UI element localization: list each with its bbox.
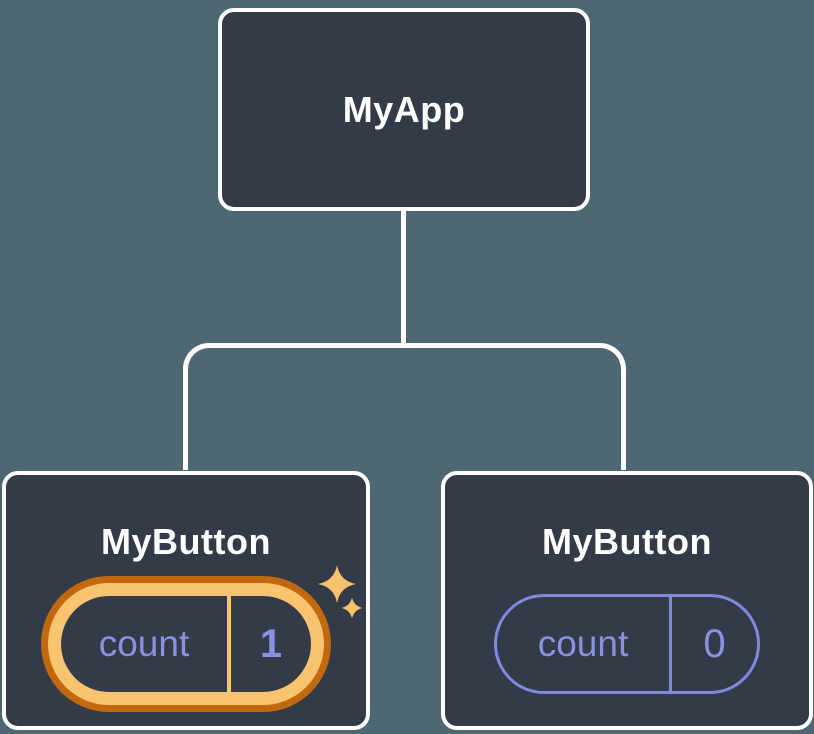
state-value: 1 <box>259 621 283 666</box>
pill-divider <box>669 597 672 691</box>
pill-divider <box>227 596 231 692</box>
connector-branch-bracket <box>183 343 626 470</box>
root-node-myapp: MyApp <box>218 8 590 211</box>
child-node-mybutton-2: MyButton count 0 <box>441 471 813 730</box>
state-pill-plain: count 0 <box>494 594 760 694</box>
child-node-mybutton-1: MyButton count 1 <box>2 471 370 730</box>
child-node-label: MyButton <box>542 521 712 562</box>
root-node-label: MyApp <box>342 88 466 130</box>
child-node-label: MyButton <box>101 521 271 562</box>
state-value: 0 <box>703 621 726 666</box>
state-name: count <box>537 623 629 664</box>
state-name: count <box>98 623 190 664</box>
sparkles-icon <box>318 565 363 619</box>
state-pill-highlighted: count 1 <box>48 583 324 705</box>
connector-root-to-branch <box>401 211 406 347</box>
